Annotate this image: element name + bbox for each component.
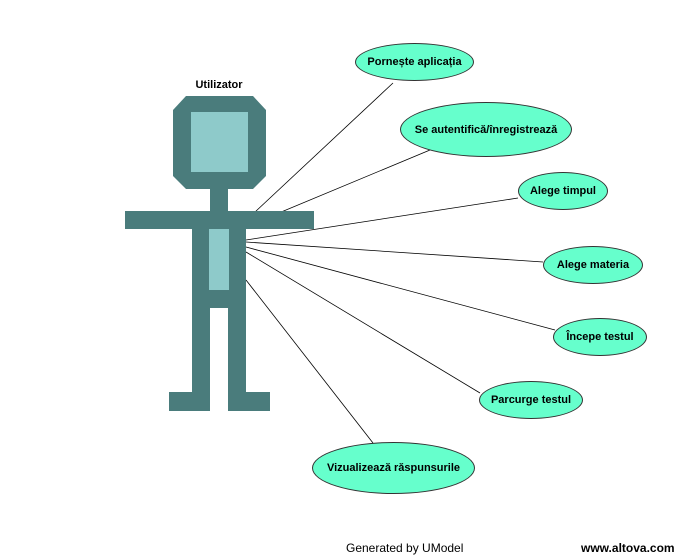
actor-right-leg <box>228 308 246 392</box>
use-case-alege-timpul[interactable]: Alege timpul <box>518 172 608 210</box>
actor-face <box>191 112 248 172</box>
actor-left-leg <box>192 308 210 392</box>
use-case-vizualizeaza-raspunsurile[interactable]: Vizualizează răspunsurile <box>312 442 475 494</box>
association-line-uc2 <box>261 149 431 221</box>
associations <box>245 82 556 444</box>
use-case-alege-materia[interactable]: Alege materia <box>543 246 643 284</box>
association-line-uc6 <box>245 251 481 394</box>
actor-arms <box>125 211 314 229</box>
use-case-incepe-testul[interactable]: Începe testul <box>553 318 647 356</box>
actor-right-foot <box>228 392 270 411</box>
actor-tie <box>209 229 229 290</box>
actor-figure[interactable] <box>125 96 314 411</box>
association-line-uc3 <box>245 197 519 241</box>
association-line-uc5 <box>245 246 556 331</box>
use-case-parcurge-testul[interactable]: Parcurge testul <box>479 381 583 419</box>
footer-site-link[interactable]: www.altova.com <box>581 541 675 555</box>
use-case-porneste-aplicatia[interactable]: Pornește aplicația <box>355 43 474 81</box>
actor-name-label: Utilizator <box>195 79 243 91</box>
association-line-uc4 <box>245 241 544 263</box>
association-line-uc1 <box>254 82 394 213</box>
association-line-uc7 <box>245 279 374 444</box>
actor-neck <box>210 189 228 211</box>
actor-left-foot <box>169 392 210 411</box>
footer-generated-by: Generated by UModel <box>346 541 464 555</box>
use-case-autentificare[interactable]: Se autentifică/înregistrează <box>400 102 572 157</box>
